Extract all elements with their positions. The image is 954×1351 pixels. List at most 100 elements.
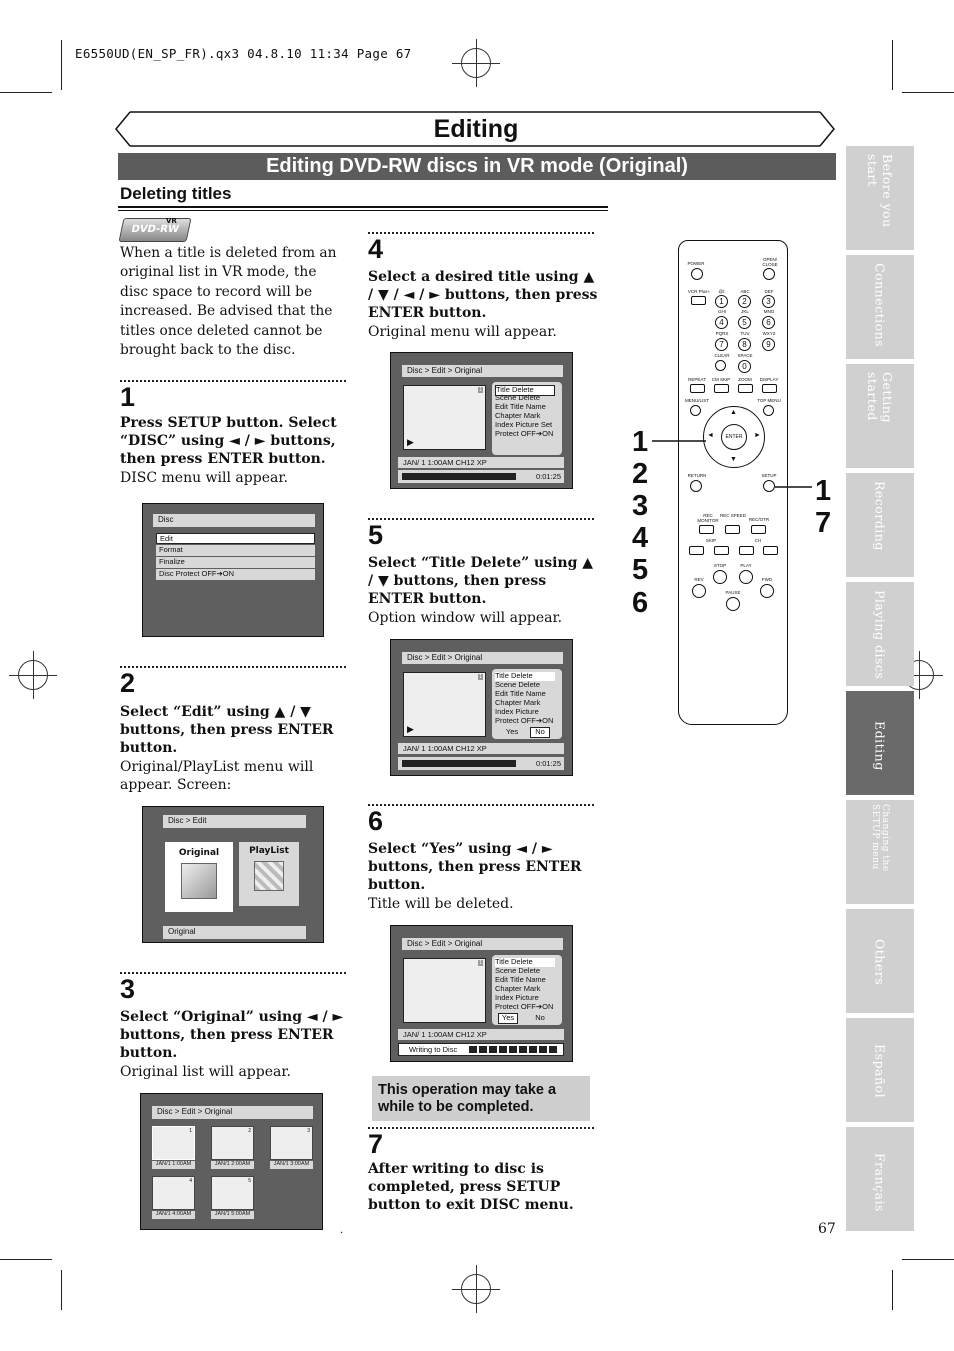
top-menu-button[interactable] [763,405,774,416]
display-button[interactable] [762,384,777,393]
note-box: This operation may take a while to be co… [372,1076,590,1121]
original-option[interactable]: Original [165,842,233,912]
key-9-button[interactable]: 9 [762,338,775,351]
tab-changing-setup-menu[interactable]: Changing the SETUP menu [846,800,914,904]
tab-others[interactable]: Others [846,909,914,1013]
up-arrow-icon[interactable]: ▲ [730,409,737,416]
option-chapter-mark[interactable]: Chapter Mark [495,411,541,420]
option-chapter-mark[interactable]: Chapter Mark [495,984,541,993]
cm-skip-button[interactable] [714,384,729,393]
callout-step: 2 [632,458,649,490]
zoom-label: ZOOM [738,377,752,382]
rec-speed-button[interactable] [725,525,740,534]
no-button[interactable]: No [535,1013,545,1022]
tab-francais[interactable]: Français [846,1127,914,1231]
playlist-option[interactable]: PlayList [239,842,299,906]
option-protect[interactable]: Protect OFF➔ON [495,716,554,725]
tab-connections[interactable]: Connections [846,255,914,359]
right-arrow-icon[interactable]: ► [754,432,761,439]
title-thumbnail[interactable]: 1 [152,1126,195,1160]
display-label: DISPLAY [759,377,779,382]
power-button[interactable] [691,268,703,280]
registration-mark [9,651,57,699]
title-thumbnail[interactable]: 4 [152,1176,195,1210]
key-5-button[interactable]: 5 [738,316,751,329]
rev-button[interactable] [692,584,706,598]
key-4-button[interactable]: 4 [715,316,728,329]
channel-up-button[interactable] [763,546,778,555]
channel-down-button[interactable] [739,546,754,555]
skip-forward-button[interactable] [714,546,729,555]
return-label: RETURN [687,473,707,478]
key-3-button[interactable]: 3 [762,295,775,308]
left-arrow-icon[interactable]: ◄ [707,432,714,439]
option-title-delete[interactable]: Title Delete [495,957,555,967]
key-8-button[interactable]: 8 [738,338,751,351]
option-index-picture[interactable]: Index Picture [495,707,539,716]
tab-before-you-start[interactable]: Before you start [846,146,914,250]
tab-editing[interactable]: Editing [846,691,914,795]
thumbnail-label: JAN/1 2:00AM [211,1161,254,1169]
option-chapter-mark[interactable]: Chapter Mark [495,698,541,707]
key-7-button[interactable]: 7 [715,338,728,351]
crop-mark [0,92,52,93]
key-6-button[interactable]: 6 [762,316,775,329]
vcr-plus-button[interactable] [691,296,706,305]
menu-item-finalize[interactable]: Finalize [156,557,315,568]
down-arrow-icon[interactable]: ▼ [730,456,737,463]
stop-button[interactable] [713,570,727,584]
option-title-delete[interactable]: Title Delete [495,671,555,681]
option-protect[interactable]: Protect OFF➔ON [495,1002,554,1011]
no-button[interactable]: No [530,727,550,738]
option-scene-delete[interactable]: Scene Delete [495,393,541,402]
title-thumbnail[interactable]: 2 [211,1126,254,1160]
tab-getting-started[interactable]: Getting started [846,364,914,468]
play-button[interactable] [739,570,753,584]
pause-button[interactable] [726,597,740,611]
enter-button[interactable]: ENTER [721,424,747,450]
yes-button[interactable]: Yes [505,727,519,736]
clear-button[interactable] [715,360,726,371]
tab-espanol[interactable]: Español [846,1018,914,1122]
menu-item-format[interactable]: Format [156,545,315,556]
rec-monitor-button[interactable] [699,525,714,534]
navigation-pad[interactable]: ENTER ▲ ▼ ◄ ► [703,406,765,468]
callout-step: 1 [815,475,832,507]
key-2-button[interactable]: 2 [738,295,751,308]
open-close-button[interactable] [763,268,775,280]
yes-button[interactable]: Yes [498,1013,518,1024]
title-thumbnail[interactable]: 3 [270,1126,313,1160]
option-scene-delete[interactable]: Scene Delete [495,680,541,689]
repeat-button[interactable] [690,384,705,393]
menu-item-edit[interactable]: Edit [156,533,315,544]
writing-progress-bar [469,1046,559,1053]
option-index-picture[interactable]: Index Picture Set [495,420,553,429]
option-edit-title-name[interactable]: Edit Title Name [495,402,546,411]
option-scene-delete[interactable]: Scene Delete [495,966,541,975]
menu-list-button[interactable] [690,405,701,416]
tab-recording[interactable]: Recording [846,473,914,577]
skip-back-button[interactable] [689,546,704,555]
rec-otr-button[interactable] [751,525,766,534]
setup-button[interactable] [763,480,775,492]
option-protect[interactable]: Protect OFF➔ON [495,429,554,438]
divider [118,206,608,208]
menu-item-disc-protect[interactable]: Disc Protect OFF➔ON [156,569,315,580]
option-index-picture[interactable]: Index Picture [495,993,539,1002]
play-icon: ▶ [407,724,414,734]
fwd-button[interactable] [760,584,774,598]
option-edit-title-name[interactable]: Edit Title Name [495,975,546,984]
return-button[interactable] [690,480,702,492]
step-divider [120,666,346,668]
option-title-delete[interactable]: Title Delete [495,385,555,396]
writing-screen: Disc > Edit > Original 1 Title Delete Sc… [390,925,573,1062]
vcr-plus-label: VCR Plus+ [687,289,711,294]
title-thumbnail[interactable]: 5 [211,1176,254,1210]
key-1-button[interactable]: 1 [715,295,728,308]
zoom-button[interactable] [738,384,753,393]
callout-step: 7 [815,507,832,539]
registration-mark [452,39,500,87]
key-0-button[interactable]: 0 [738,360,751,373]
tab-playing-discs[interactable]: Playing discs [846,582,914,686]
option-edit-title-name[interactable]: Edit Title Name [495,689,546,698]
